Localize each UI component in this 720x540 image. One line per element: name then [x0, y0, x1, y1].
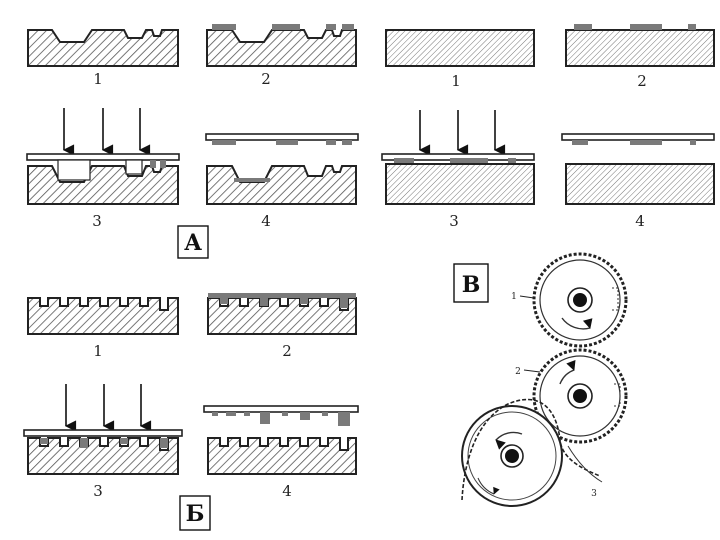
paper-sheet-b3 [24, 430, 182, 436]
printed-ink-v4 [630, 140, 662, 145]
ink-layer-v2 [630, 24, 662, 30]
step-label-v2: 2 [637, 72, 647, 90]
plate-v1 [386, 30, 534, 66]
ink-layer-v2 [574, 24, 592, 30]
printed-ink-a4 [342, 140, 352, 145]
panel-letter-b: Б [186, 501, 205, 527]
printed-ink-v4 [572, 140, 588, 145]
step-label-a1: 1 [93, 70, 103, 88]
plate-b3 [28, 438, 178, 474]
ink-layer-a2 [272, 24, 300, 30]
plate-b1 [28, 298, 178, 334]
paper-sheet-a4 [206, 134, 358, 140]
plate-a1 [28, 30, 178, 66]
roller-bottom [462, 406, 562, 506]
plate-v2 [566, 30, 714, 66]
ink-cell-b3 [80, 438, 88, 448]
roller-top [534, 254, 626, 346]
printed-ink-v4 [690, 140, 696, 145]
printed-ink-a4 [276, 140, 298, 145]
panel-letter-a: A [183, 230, 202, 256]
ink-cell-a3 [150, 160, 156, 168]
ink-layer-a2 [326, 24, 336, 30]
printed-ink-b4 [282, 412, 288, 416]
plate-a2 [207, 30, 356, 66]
ink-layer-v2 [688, 24, 696, 30]
ink-layer-b2 [208, 293, 356, 298]
ink-cell-b3 [160, 438, 168, 448]
step-label-v4: 4 [635, 212, 645, 230]
ink-cell-a3 [58, 160, 90, 180]
ink-cell-a3 [126, 160, 142, 174]
printed-ink-b4 [260, 412, 270, 424]
printed-ink-b4 [322, 412, 328, 416]
plate-b4 [208, 438, 356, 474]
step-label-a2: 2 [261, 70, 271, 88]
ink-cell-b3 [120, 438, 128, 444]
ink-layer-b2 [260, 298, 268, 306]
printed-ink-a4 [326, 140, 336, 145]
step-label-a4: 4 [261, 212, 271, 230]
step-label-b4: 4 [282, 482, 292, 500]
roller-label-3: 3 [591, 489, 597, 499]
residual-ink-a4 [234, 178, 270, 182]
roller-1-leader [520, 296, 534, 298]
printed-ink-b4 [300, 412, 310, 420]
printed-ink-b4 [244, 412, 250, 416]
paper-sheet-b4 [204, 406, 358, 412]
roller-label-1: 1 [511, 292, 517, 302]
panel-v: 1 2 3 4 В [382, 24, 714, 302]
ink-layer-b2 [300, 298, 308, 304]
plate-a4 [207, 166, 356, 204]
step-label-v1: 1 [451, 72, 461, 90]
ink-layer-a2 [342, 24, 354, 30]
panel-b: 1 2 3 4 Б [24, 293, 358, 530]
ink-layer-b2 [340, 298, 348, 308]
paper-sheet-a3 [27, 154, 179, 160]
step-label-b1: 1 [93, 342, 103, 360]
plate-v4 [566, 164, 714, 204]
plate-b2 [208, 298, 356, 334]
roller-label-2: 2 [515, 367, 521, 377]
step-label-v3: 3 [449, 212, 459, 230]
panel-letter-v: В [462, 272, 481, 298]
plate-v3 [386, 164, 534, 204]
step-label-a3: 3 [92, 212, 102, 230]
ink-layer-b2 [220, 298, 228, 304]
printed-ink-b4 [212, 412, 218, 416]
ink-layer-a2 [212, 24, 236, 30]
step-label-b2: 2 [282, 342, 292, 360]
ink-cell-b3 [40, 438, 48, 444]
printed-ink-a4 [212, 140, 236, 145]
panel-a: 1 2 3 4 A [27, 24, 358, 258]
roller-2-leader [524, 370, 540, 372]
printed-ink-b4 [226, 412, 236, 416]
paper-sheet-v4 [562, 134, 714, 140]
printed-ink-b4 [338, 412, 350, 426]
plate-a3 [28, 166, 178, 204]
step-label-b3: 3 [93, 482, 103, 500]
ink-cell-a3 [160, 160, 166, 168]
